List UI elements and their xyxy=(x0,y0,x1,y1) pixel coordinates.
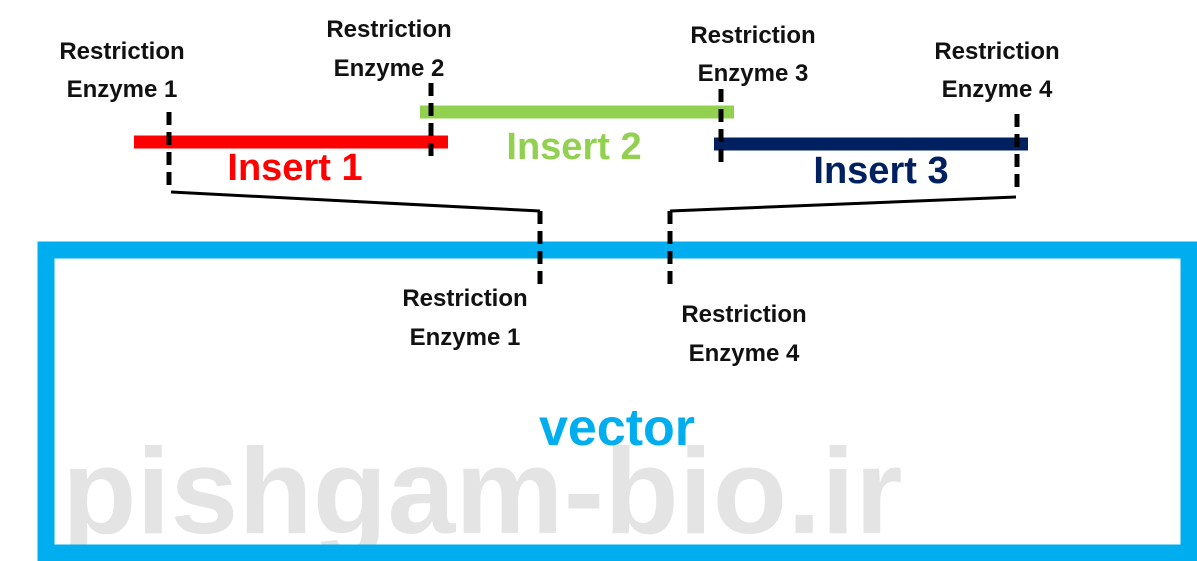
enzyme-2-label-line2: Enzyme 2 xyxy=(334,55,445,82)
watermark-text: pishgam-bio.ir xyxy=(62,423,902,559)
connector-right xyxy=(669,195,1017,213)
vector-enzyme-4-label-line2: Enzyme 4 xyxy=(689,340,800,367)
enzyme-1-label-line1: Restriction xyxy=(59,38,184,65)
insert-3-label: Insert 3 xyxy=(813,150,948,192)
connector-left xyxy=(170,190,541,213)
enzyme-2-label-line1: Restriction xyxy=(326,16,451,43)
insert-2-label: Insert 2 xyxy=(506,126,641,168)
insert-1-label: Insert 1 xyxy=(227,147,362,189)
vector-enzyme-1-label-line1: Restriction xyxy=(402,285,527,312)
enzyme-1-label-line2: Enzyme 1 xyxy=(67,76,178,103)
vector-enzyme-1-label-line2: Enzyme 1 xyxy=(410,324,521,351)
enzyme-4-label-line1: Restriction xyxy=(934,38,1059,65)
vector-box xyxy=(37,241,1197,561)
enzyme-3-label-line2: Enzyme 3 xyxy=(698,60,809,87)
vector-enzyme-4-label-line1: Restriction xyxy=(681,301,806,328)
vector-label: vector xyxy=(539,399,695,457)
enzyme-4-label-line2: Enzyme 4 xyxy=(942,76,1053,103)
enzyme-3-label-line1: Restriction xyxy=(690,22,815,49)
